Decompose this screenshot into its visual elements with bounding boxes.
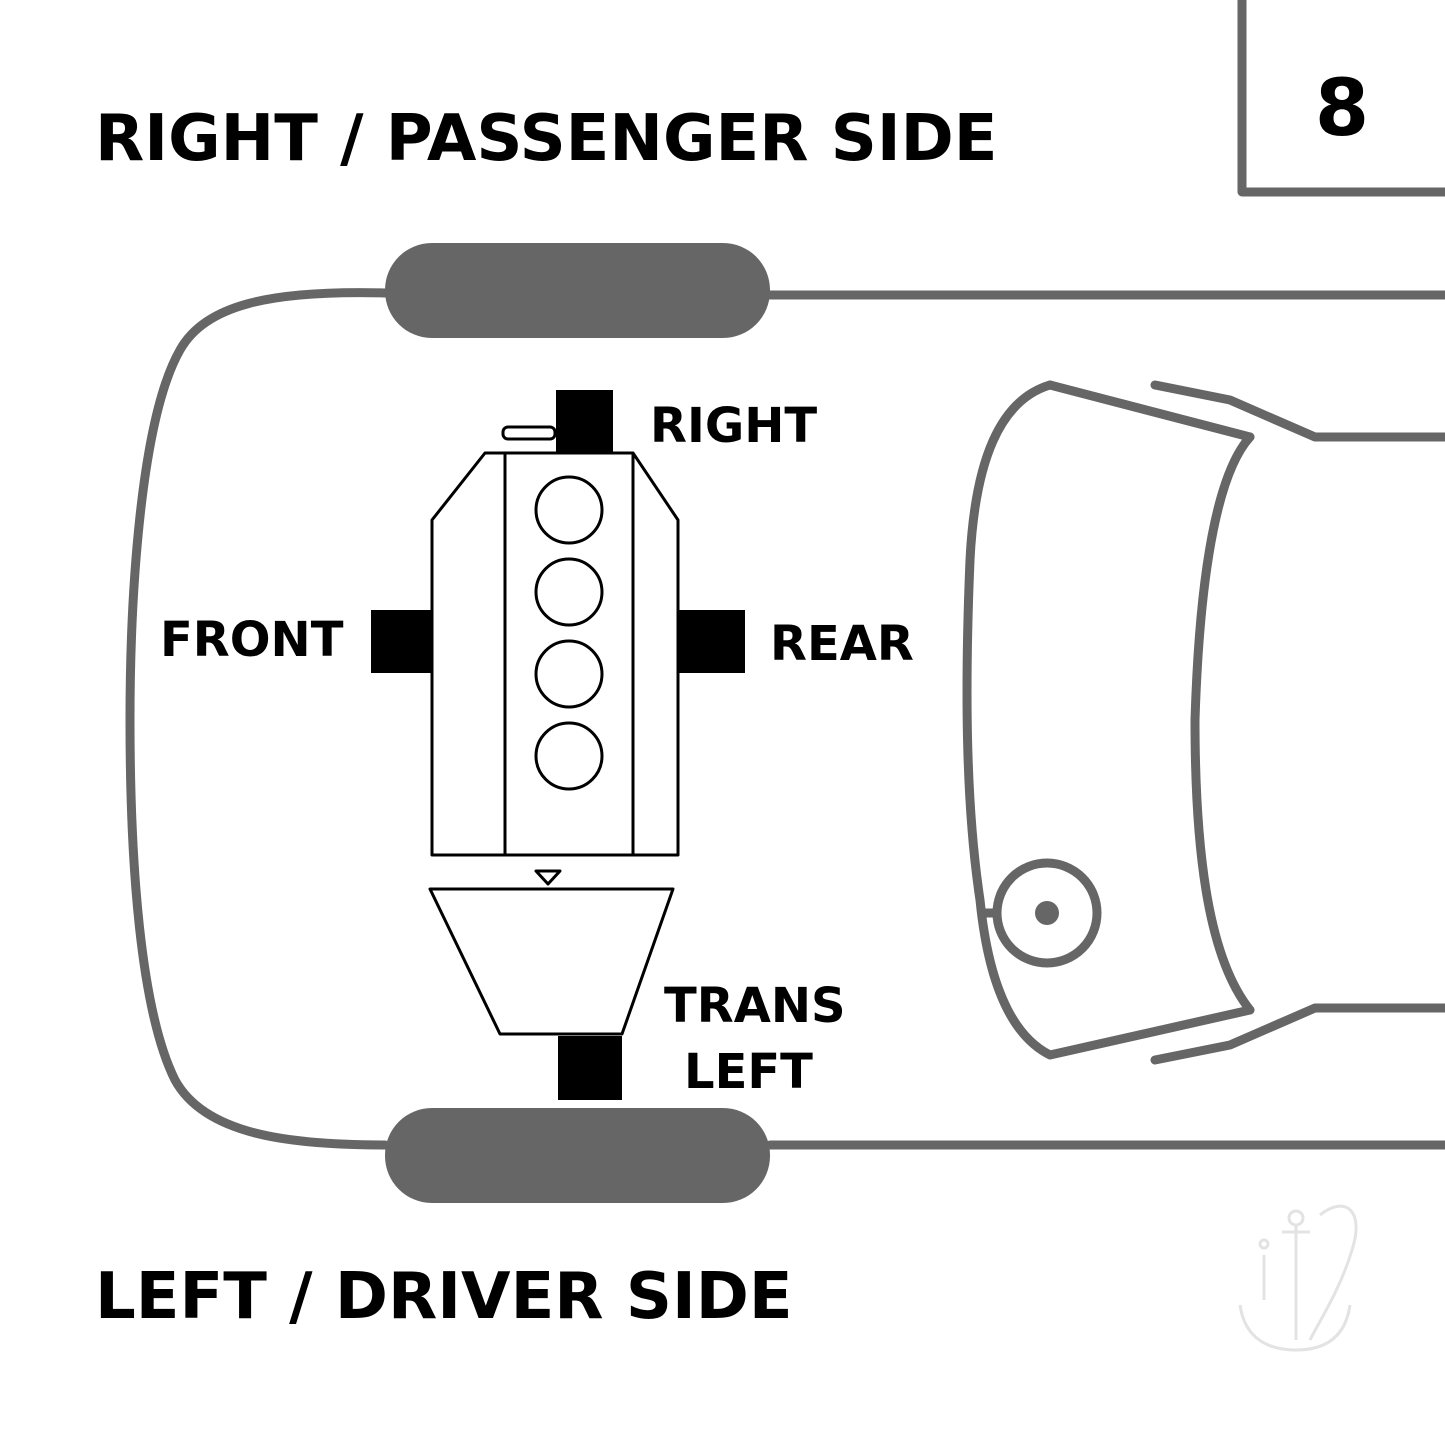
passenger-side-label: RIGHT / PASSENGER SIDE xyxy=(95,102,998,176)
diagram-number: 8 xyxy=(1315,64,1369,154)
front-right-tire xyxy=(385,243,770,338)
right-mount-block xyxy=(556,390,613,453)
trans-mount-label: TRANS xyxy=(664,978,846,1034)
engine-block xyxy=(430,425,680,857)
rear-mount-block xyxy=(678,610,745,673)
left-mount-label: LEFT xyxy=(684,1044,813,1100)
cylinder-1 xyxy=(534,475,604,545)
rear-mount-label: REAR xyxy=(770,616,914,672)
diagram-number-box: 8 xyxy=(1237,0,1445,197)
shifter-knob-icon xyxy=(980,858,1102,968)
transmission xyxy=(428,869,675,1036)
driver-side-label: LEFT / DRIVER SIDE xyxy=(95,1260,793,1334)
front-left-tire xyxy=(385,1108,770,1203)
car-body-outline xyxy=(125,288,1445,1150)
cabin-outline xyxy=(962,380,1445,1065)
anchor-logo-icon xyxy=(1238,1204,1358,1352)
front-mount-label: FRONT xyxy=(160,612,344,668)
cylinder-2 xyxy=(534,557,604,627)
trans-left-mount-block xyxy=(558,1036,622,1100)
front-mount-block xyxy=(371,610,432,673)
right-mount-label: RIGHT xyxy=(650,398,817,454)
cylinder-3 xyxy=(534,639,604,709)
cylinder-4 xyxy=(534,721,604,791)
